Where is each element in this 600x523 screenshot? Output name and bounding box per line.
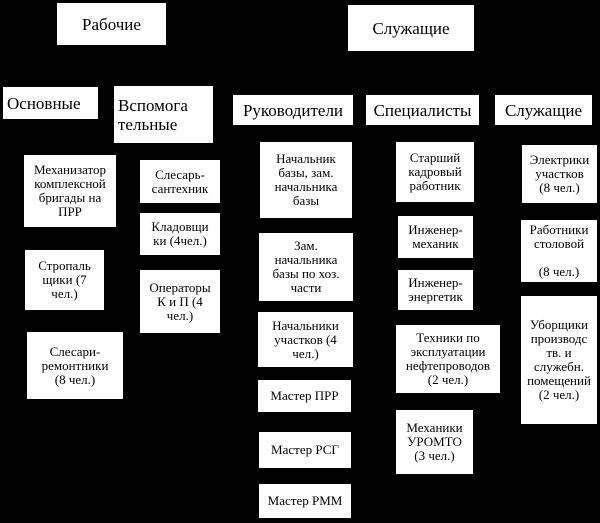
staff-item-box: Уборщики производс тв. и служебн. помеще… bbox=[521, 296, 597, 424]
auxiliary-item-label: Кладовщи ки (4чел.) bbox=[151, 219, 209, 248]
specialists-header-label: Специалисты bbox=[373, 100, 472, 120]
specialist-item-box: Инженер- энергетик bbox=[398, 270, 473, 310]
specialist-item-label: Инженер- энергетик bbox=[408, 275, 463, 304]
manager-item-box: Зам. начальника базы по хоз. части bbox=[259, 233, 353, 301]
manager-item-label: Мастер РСГ bbox=[271, 442, 339, 457]
manager-item-box: Мастер ПРР bbox=[258, 380, 351, 412]
main-item-label: Стропаль щики (7 чел.) bbox=[38, 258, 91, 301]
staff-item-label: Электрики участков (8 чел.) bbox=[529, 152, 590, 195]
auxiliary-header-label: Вспомога тельные bbox=[118, 95, 188, 134]
auxiliary-item-box: Операторы К и П (4 чел.) bbox=[140, 270, 220, 333]
specialist-item-label: Техники по эксплуатации нефтепроводов (2… bbox=[405, 330, 491, 387]
specialist-item-box: Механики УРОМТО (3 чел.) bbox=[396, 410, 473, 474]
employees-label: Служащие bbox=[372, 18, 450, 38]
specialists-header-box: Специалисты bbox=[366, 95, 479, 125]
auxiliary-header-box: Вспомога тельные bbox=[114, 86, 213, 143]
main-item-box: Стропаль щики (7 чел.) bbox=[25, 250, 104, 310]
managers-header-label: Руководители bbox=[242, 100, 344, 120]
specialist-item-box: Старший кадровый работник bbox=[396, 142, 474, 202]
manager-item-box: Мастер РММ bbox=[259, 484, 351, 518]
specialist-item-label: Старший кадровый работник bbox=[408, 150, 462, 193]
workers-label: Рабочие bbox=[82, 14, 141, 34]
main-item-box: Механизатор комплексной бригады на ПРР bbox=[24, 155, 116, 227]
employees-box: Служащие bbox=[348, 5, 474, 51]
specialist-item-label: Механики УРОМТО (3 чел.) bbox=[406, 420, 463, 463]
managers-header-box: Руководители bbox=[233, 95, 353, 125]
specialist-item-box: Техники по эксплуатации нефтепроводов (2… bbox=[396, 325, 500, 393]
main-item-label: Механизатор комплексной бригады на ПРР bbox=[33, 162, 107, 219]
workers-box: Рабочие bbox=[57, 3, 166, 45]
staff-item-label: Работники столовой (8 чел.) bbox=[529, 222, 589, 279]
staff-item-box: Работники столовой (8 чел.) bbox=[521, 220, 597, 282]
manager-item-box: Начальник базы, зам. начальника базы bbox=[260, 142, 352, 218]
main-header-box: Основные bbox=[3, 87, 98, 119]
staff-item-label: Уборщики производс тв. и служебн. помеще… bbox=[527, 317, 591, 402]
manager-item-box: Начальники участков (4 чел.) bbox=[258, 312, 353, 367]
manager-item-label: Мастер ПРР bbox=[270, 388, 339, 403]
auxiliary-item-label: Операторы К и П (4 чел.) bbox=[149, 279, 211, 323]
manager-item-label: Зам. начальника базы по хоз. части bbox=[272, 238, 340, 295]
main-header-label: Основные bbox=[7, 93, 81, 113]
auxiliary-item-label: Слесарь- сантехник bbox=[151, 166, 209, 196]
auxiliary-item-box: Кладовщи ки (4чел.) bbox=[140, 213, 220, 255]
staff-item-box: Электрики участков (8 чел.) bbox=[522, 145, 597, 203]
manager-item-box: Мастер РСГ bbox=[259, 432, 351, 468]
auxiliary-item-box: Слесарь- сантехник bbox=[140, 160, 220, 203]
specialist-item-box: Инженер- механик bbox=[398, 216, 473, 258]
manager-item-label: Начальник базы, зам. начальника базы bbox=[274, 151, 338, 208]
specialist-item-label: Инженер- механик bbox=[408, 222, 463, 251]
staff-header-label: Служащие bbox=[504, 100, 583, 120]
main-item-box: Слесари- ремонтники (8 чел.) bbox=[27, 332, 123, 399]
manager-item-label: Мастер РММ bbox=[267, 493, 343, 508]
staff-header-box: Служащие bbox=[495, 95, 592, 125]
manager-item-label: Начальники участков (4 чел.) bbox=[272, 317, 339, 361]
main-item-label: Слесари- ремонтники (8 чел.) bbox=[41, 343, 109, 387]
